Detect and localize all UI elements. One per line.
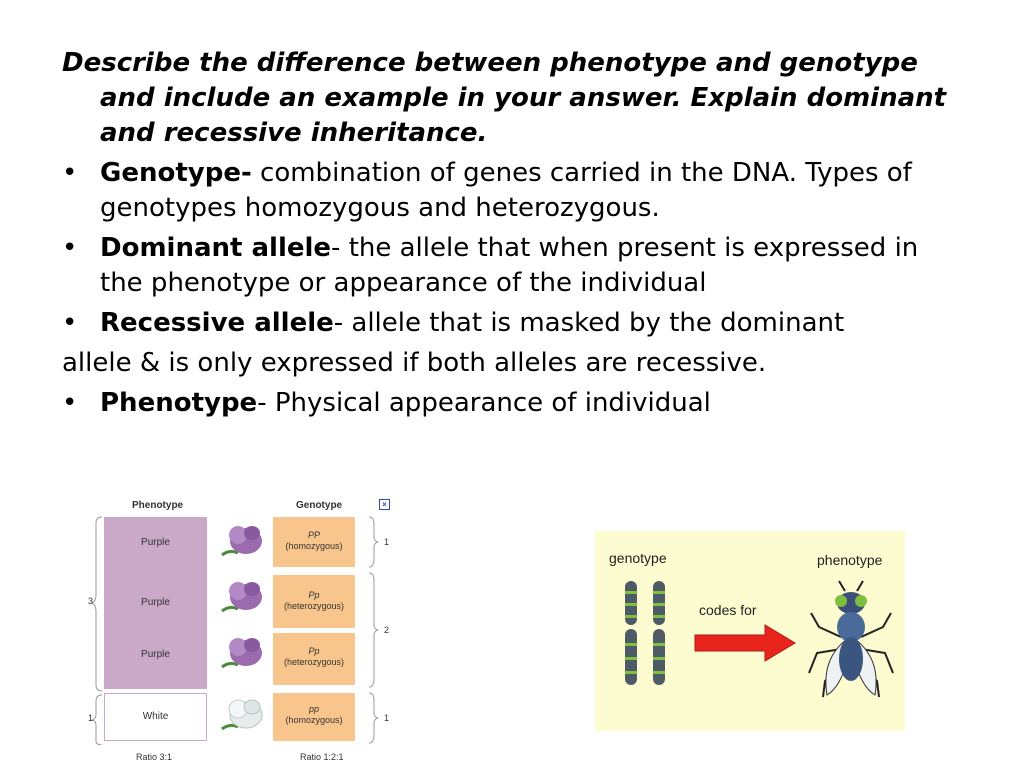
bullet-dot: • [62, 233, 78, 263]
bullet-text: combination of genes carried in the DNA.… [100, 158, 912, 223]
phenotype-ratio: Ratio 3:1 [136, 752, 173, 762]
genotype-phenotype-diagram: genotype codes for phenotype [595, 531, 905, 731]
bullet-term: Genotype- [100, 158, 252, 188]
purple-flower-icon [221, 638, 262, 669]
arrow-icon [694, 624, 796, 662]
genotype-alleles: PP [307, 530, 320, 540]
recessive-continuation: allele & is only expressed if both allel… [62, 348, 767, 378]
bullet-dot: • [62, 388, 78, 418]
phenotype-label: Purple [141, 597, 170, 608]
genotype-label: genotype [609, 550, 667, 566]
genotype-alleles: Pp [308, 590, 320, 600]
genotype-count: 1 [384, 537, 390, 547]
bullet-dot: • [62, 308, 78, 338]
genotype-box: pp (homozygous) [273, 693, 355, 741]
left-bracket-icon [90, 516, 103, 745]
phenotype-label: Purple [141, 649, 170, 660]
purple-flower-icon [221, 582, 262, 613]
white-flower-icon [221, 699, 263, 731]
genotype-alleles: Pp [308, 646, 320, 656]
genotype-type: (homozygous) [285, 541, 343, 551]
phenotype-label: White [142, 711, 169, 722]
phenotype-genotype-figure: Phenotype Genotype × Purple Purple Purpl… [88, 495, 398, 765]
bullet-term: Phenotype [100, 388, 258, 418]
genotype-type: (homozygous) [285, 715, 343, 725]
genotype-ratio: Ratio 1:2:1 [300, 752, 344, 762]
purple-flower-icon [221, 526, 262, 557]
phenotype-label: phenotype [817, 552, 883, 568]
genotype-type: (heterozygous) [283, 601, 345, 611]
phenotype-header: Phenotype [132, 500, 184, 511]
bullet-text: - allele that is masked by the dominant [333, 308, 845, 338]
bullet-dot: • [62, 158, 78, 188]
genotype-box: Pp (heterozygous) [273, 575, 355, 628]
slide-text: Describe the difference between phenotyp… [62, 46, 962, 426]
right-bracket-icon [368, 516, 379, 744]
bullet-phenotype: • Phenotype- Physical appearance of indi… [62, 386, 962, 421]
genotype-box: Pp (heterozygous) [273, 633, 355, 685]
codes-for-label: codes for [699, 602, 757, 618]
phenotype-count: 1 [88, 713, 94, 723]
genotype-count: 1 [384, 713, 390, 723]
bullet-term: Dominant allele [100, 233, 332, 263]
close-icon: × [379, 499, 390, 510]
genotype-box: PP (homozygous) [273, 517, 355, 567]
bullet-text: - the allele that when present is expres… [100, 233, 919, 298]
bullet-dominant-allele: • Dominant allele- the allele that when … [62, 231, 962, 301]
bullet-text: - Physical appearance of individual [257, 388, 711, 418]
bullet-genotype: • Genotype- combination of genes carried… [62, 156, 962, 226]
white-phenotype-block [104, 693, 207, 741]
bullet-term: Recessive allele [100, 308, 334, 338]
genotype-type: (heterozygous) [283, 657, 345, 667]
chromosome-pair-icon [625, 581, 665, 685]
purple-phenotype-block [104, 517, 207, 689]
phenotype-label: Purple [141, 537, 170, 548]
bullet-recessive-allele: • Recessive allele- allele that is maske… [62, 306, 962, 341]
genotype-alleles: pp [308, 704, 319, 714]
fruit-fly-icon [808, 580, 894, 698]
question-prompt: Describe the difference between phenotyp… [62, 48, 947, 148]
genotype-header: Genotype [296, 500, 343, 511]
genotype-count: 2 [384, 625, 390, 635]
phenotype-count: 3 [88, 596, 94, 606]
